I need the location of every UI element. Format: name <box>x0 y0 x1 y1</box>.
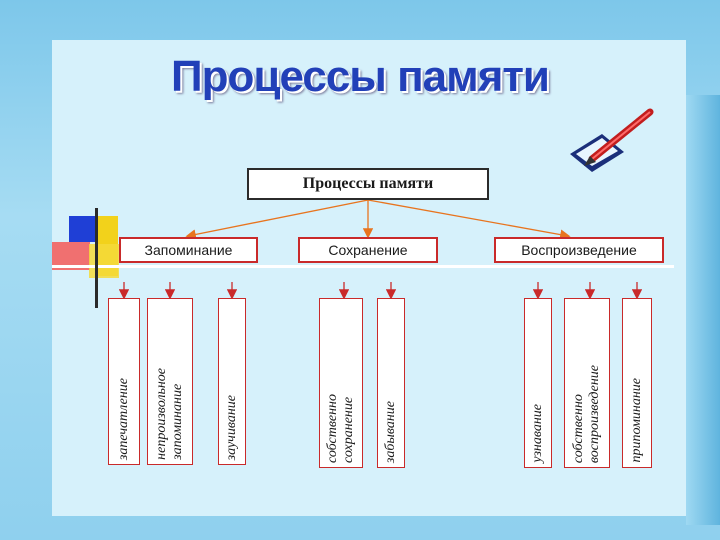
category-zapominanie: Запоминание <box>119 237 258 263</box>
leaf-zauchivanie: заучивание <box>218 298 246 465</box>
category-sokhranenie: Сохранение <box>298 237 438 263</box>
pen-tablet-icon <box>570 108 654 172</box>
page-title: Процессы памяти <box>171 52 550 101</box>
leaf-label: узнавание <box>530 404 545 463</box>
deco-square-yellow-small <box>89 244 119 278</box>
decorative-horizontal-line <box>52 265 674 268</box>
leaf-sobstvenno-sokhranenie: собственно сохранение <box>319 298 363 468</box>
category-vosproizvedenie: Воспроизведение <box>494 237 664 263</box>
leaf-label: непроизвольное запоминание <box>154 368 185 460</box>
side-band <box>686 95 720 525</box>
leaf-label: собственно сохранение <box>325 393 356 463</box>
leaf-zapechatlenie: запечатление <box>108 298 140 465</box>
leaf-arrows <box>118 282 643 300</box>
leaf-sobstvenno-vosproizvedenie: собственно воспроизведение <box>564 298 610 468</box>
leaf-label: собственно воспроизведение <box>571 364 602 463</box>
leaf-zabyvanie: забывание <box>377 298 405 468</box>
leaf-label: заучивание <box>224 394 239 460</box>
deco-square-blue <box>69 216 95 242</box>
leaf-neproizvolnoe-zapominanie: непроизвольное запоминание <box>147 298 193 465</box>
leaf-label: забывание <box>383 400 398 463</box>
leaf-pripominanie: припоминание <box>622 298 652 468</box>
leaf-uznavanie: узнавание <box>524 298 552 468</box>
root-node: Процессы памяти <box>247 168 489 200</box>
root-arrows <box>185 199 571 240</box>
leaf-label: запечатление <box>116 377 131 460</box>
leaf-label: припоминание <box>629 378 644 463</box>
decorative-vertical-line <box>95 208 98 308</box>
